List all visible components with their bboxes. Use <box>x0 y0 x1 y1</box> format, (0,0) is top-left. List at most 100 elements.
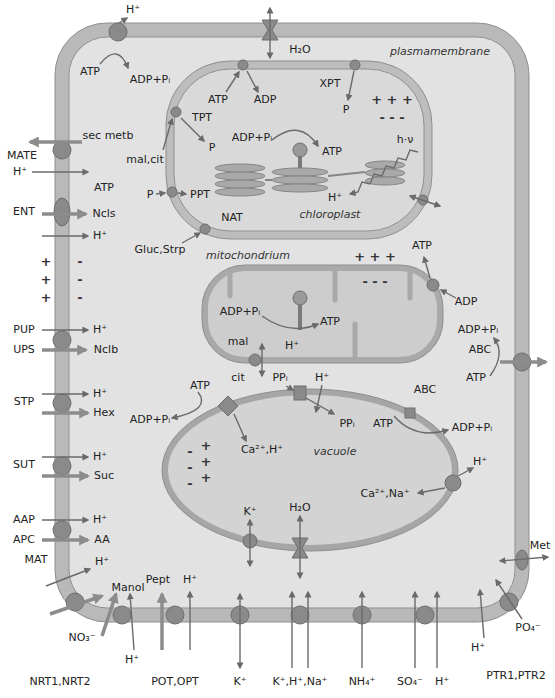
illustration-part <box>46 569 90 586</box>
illustration-part <box>69 37 515 608</box>
illustration-part <box>445 475 461 491</box>
transport-label: P <box>147 189 154 201</box>
chloroplast-drawing <box>156 60 440 243</box>
illustration-part <box>42 212 86 216</box>
transport-label: Manol <box>112 582 145 594</box>
illustration-part <box>350 60 360 70</box>
illustration-part <box>200 224 210 234</box>
illustration-part <box>119 18 127 23</box>
illustration-part <box>361 592 362 668</box>
transport-label: Pept <box>146 574 170 586</box>
illustration-part <box>353 324 358 356</box>
illustration-part <box>42 474 88 478</box>
illustration-part <box>405 408 415 418</box>
illustration-part <box>416 606 434 624</box>
charge-sign: + <box>201 440 212 452</box>
region-name: plasmamembrane <box>390 46 490 58</box>
illustration-part <box>226 72 239 92</box>
cell-membrane <box>55 23 529 622</box>
illustration-part <box>265 179 272 181</box>
illustration-part <box>42 329 88 330</box>
transport-label: APC <box>13 534 35 546</box>
illustration-part <box>238 60 248 70</box>
illustration-part <box>299 516 300 578</box>
illustration-part <box>156 193 165 194</box>
transport-label: ATP <box>208 94 228 106</box>
illustration-part <box>269 8 270 58</box>
illustration-part <box>458 468 473 476</box>
illustration-part <box>55 23 529 622</box>
illustration-part <box>172 392 202 418</box>
transport-label: H⁺ <box>93 388 107 400</box>
illustration-part <box>160 594 164 650</box>
transport-label: POT,OPT <box>151 676 199 688</box>
illustration-part <box>202 265 443 363</box>
illustration-part <box>174 69 424 231</box>
transport-label: MAT <box>25 554 48 566</box>
transport-label: H₂O <box>289 502 310 514</box>
transport-label: NAT <box>221 212 243 224</box>
illustration-part <box>249 354 261 366</box>
transport-label: NH₄⁺ <box>349 676 376 688</box>
transport-label: PPT <box>190 189 210 201</box>
transport-label: PUP <box>13 324 34 336</box>
illustration-part <box>286 386 293 390</box>
illustration-part <box>215 172 265 180</box>
transport-label: NRT1,NRT2 <box>29 676 90 688</box>
charge-sign: + + + <box>354 251 396 263</box>
illustration-part <box>50 596 102 614</box>
transport-label: PPᵢ <box>339 418 354 430</box>
illustration-part <box>42 519 88 520</box>
illustration-part <box>427 279 439 291</box>
transport-label: ADP+Pᵢ <box>458 324 498 336</box>
transport-label: ATP <box>94 182 114 194</box>
charge-sign: - <box>77 274 82 286</box>
transport-label: P <box>343 104 350 116</box>
transport-label: H⁺ <box>95 556 109 568</box>
transport-label: ENT <box>13 206 35 218</box>
illustration-part <box>424 257 430 278</box>
vacuole-drawing <box>162 385 473 578</box>
illustration-part <box>272 168 328 176</box>
transport-label: AAP <box>13 514 35 526</box>
illustration-part <box>247 71 258 92</box>
illustration-part <box>480 590 484 638</box>
charge-sign: - <box>187 462 192 474</box>
illustration-part <box>291 592 292 668</box>
illustration-part <box>215 164 265 172</box>
transport-label: NO₃⁻ <box>68 632 95 644</box>
transport-label: ATP <box>322 146 342 158</box>
transport-label: UPS <box>13 344 35 356</box>
illustration-part <box>166 61 432 239</box>
illustration-part <box>42 348 86 352</box>
illustration-part <box>171 107 181 117</box>
transport-label: ATP <box>320 316 340 328</box>
illustration-part <box>42 538 88 542</box>
illustration-part <box>165 392 455 548</box>
transport-label: H⁺ <box>13 166 27 178</box>
transport-label: H⁺ <box>285 340 299 352</box>
transport-label: ABC <box>414 384 437 396</box>
illustration-part <box>272 176 328 184</box>
illustration-part <box>178 193 186 194</box>
illustration-part <box>162 389 458 551</box>
cell-outline: plasmamembranechloroplastmitochondriumva… <box>55 23 529 622</box>
vacuole-region: vacuole <box>162 389 458 551</box>
charge-sign: - - - <box>379 112 404 124</box>
illustration-part <box>130 594 134 650</box>
transport-label: H₂O <box>289 44 310 56</box>
transport-label: ABC <box>469 344 492 356</box>
transport-label: TPT <box>192 112 212 124</box>
transport-label: ADP+Pᵢ <box>130 74 170 86</box>
illustration-part <box>53 394 71 412</box>
charge-sign: + <box>41 274 52 286</box>
transport-label: H⁺ <box>328 192 342 204</box>
illustration-part <box>333 272 338 300</box>
transport-label: K⁺ <box>243 506 256 518</box>
illustration-part <box>215 180 265 188</box>
transport-label: cit <box>231 372 244 384</box>
transport-label: PO₄⁻ <box>515 622 541 634</box>
charge-sign: - <box>77 292 82 304</box>
illustration-part <box>262 316 318 329</box>
